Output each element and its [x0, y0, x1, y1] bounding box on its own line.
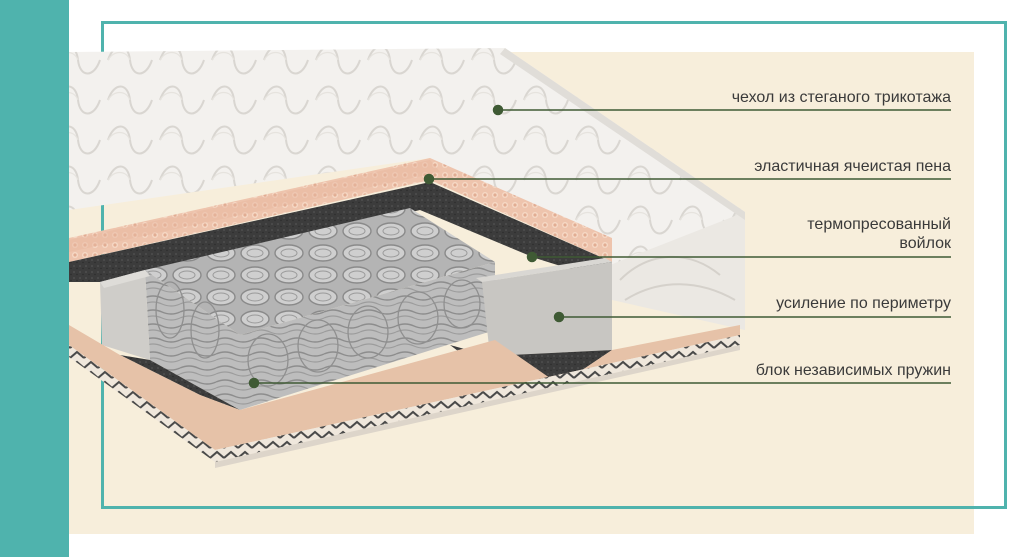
- foam-layer: [69, 158, 612, 262]
- teal-side-bar: [0, 0, 69, 557]
- callout-dot-springs: [248, 377, 260, 389]
- perimeter-reinforcement: [100, 258, 612, 360]
- spring-block: [145, 208, 495, 410]
- callout-dot-cover: [492, 104, 504, 116]
- label-felt-line-2: войлок: [899, 235, 951, 252]
- callout-dot-foam: [423, 173, 435, 185]
- callout-leaders: [248, 104, 951, 389]
- callout-dot-perimeter: [553, 311, 565, 323]
- base-layer: [69, 325, 740, 468]
- quilted-cover: [69, 48, 745, 330]
- label-felt-line-1: термопресованный: [807, 216, 951, 233]
- label-spring-block: блок независимых пружин: [755, 362, 951, 379]
- callout-dot-felt: [526, 251, 538, 263]
- label-felt: термопресованный войлок: [807, 215, 951, 253]
- label-quilted-cover: чехол из стеганого трикотажа: [731, 89, 951, 106]
- label-cellular-foam: эластичная ячеистая пена: [754, 158, 951, 175]
- label-perimeter-reinforcement: усиление по периметру: [776, 295, 951, 312]
